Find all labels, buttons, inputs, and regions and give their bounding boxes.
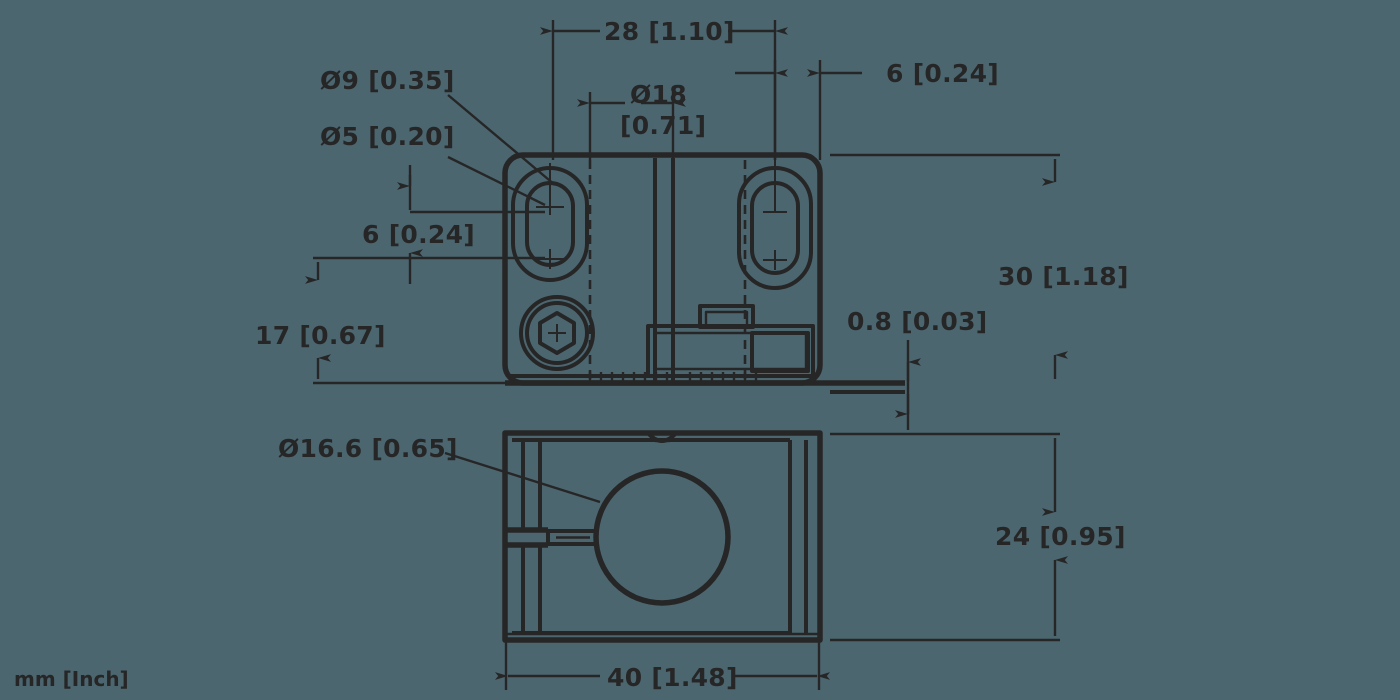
dim-40-label: 40 [1.48] [607, 663, 738, 692]
side-view-body-outline [502, 430, 823, 643]
bore-circle [593, 468, 731, 606]
side-view-left-inner-lines [521, 440, 542, 633]
units-note-label: mm [Inch] [14, 667, 129, 691]
hex-socket-shape [538, 311, 576, 355]
dim-6-right-ext-lines [773, 60, 822, 160]
dim-6-slot-label: 6 [0.24] [362, 220, 475, 249]
dim-166-label: Ø16.6 [0.65] [278, 434, 458, 463]
front-view-dimensions: 28 [1.10] Ø18 [0.71] 6 [0.24] Ø9 [0.35] … [255, 17, 1129, 430]
connector-tab-inner [704, 310, 749, 328]
hex-screw-outer-circle [519, 295, 595, 371]
bottom-serration-marks [505, 372, 820, 383]
connector-right-cell [750, 331, 810, 373]
side-view-right-inner-lines [788, 440, 808, 633]
dim-5-label: Ø5 [0.20] [320, 122, 455, 151]
side-view-clamp-slot-lines [505, 527, 548, 548]
front-view-inner-edges [653, 158, 675, 383]
hex-screw-center-mark [548, 324, 566, 342]
right-slot-center-marks [763, 160, 787, 270]
dim-17-label: 17 [0.67] [255, 321, 386, 350]
left-slot-center-marks [536, 163, 564, 269]
front-view-group [502, 152, 905, 394]
dim-5-leader-line [447, 155, 546, 207]
front-view-hidden-lines [588, 160, 747, 383]
connector-inner-body [653, 331, 808, 371]
dim-9-leader-line [447, 94, 556, 186]
dim-9-label: Ø9 [0.35] [320, 66, 455, 95]
dim-6-right-label: 6 [0.24] [886, 59, 999, 88]
hex-screw-inner-circle [525, 301, 589, 365]
dim-18-label: Ø18 [630, 80, 687, 109]
dim-166-leader-line [444, 451, 601, 504]
side-view-dimensions: Ø16.6 [0.65] 24 [0.95] 40 [1.48] [278, 432, 1126, 692]
dim-24-label: 24 [0.95] [995, 522, 1126, 551]
dim-18-inch-label: [0.71] [620, 111, 706, 140]
side-view-group [502, 430, 823, 643]
dim-08-label: 0.8 [0.03] [847, 307, 988, 336]
dim-28-label: 28 [1.10] [604, 17, 735, 46]
dim-30-label: 30 [1.18] [998, 262, 1129, 291]
